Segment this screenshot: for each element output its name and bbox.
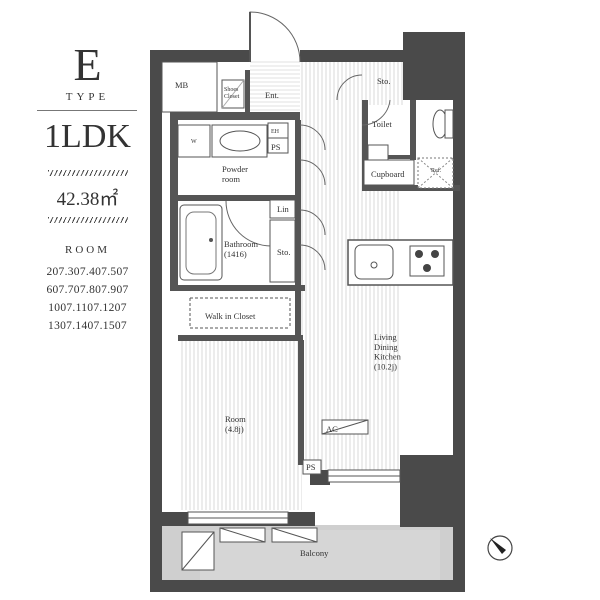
inner-walls xyxy=(170,70,460,465)
room-numbers-line: 207.307.407.507 xyxy=(46,266,129,278)
linen xyxy=(269,199,296,219)
balcony-label: Balcony xyxy=(300,548,329,558)
room-label: Room(4.8j) xyxy=(225,414,246,434)
storage-mid-label: Sto. xyxy=(277,247,290,257)
walk-in-closet-label: Walk in Closet xyxy=(205,311,256,321)
cupboard-label: Cupboard xyxy=(371,169,405,179)
storage-floor xyxy=(362,60,404,105)
compass-icon xyxy=(487,535,513,561)
hallway-floor xyxy=(300,60,362,360)
mb-box xyxy=(161,61,218,113)
linen-label: Lin xyxy=(277,204,290,214)
washer-label: W xyxy=(191,139,197,145)
room-numbers-line: 1007.1107.1207 xyxy=(48,302,127,314)
ps-top-label: PS xyxy=(271,142,281,152)
ac-label: AC xyxy=(326,424,338,434)
decorative-slashes xyxy=(48,170,128,176)
type-letter: E xyxy=(73,39,102,90)
room-floor xyxy=(180,340,302,510)
room-numbers-line: 607.707.807.907 xyxy=(46,284,129,296)
toilet-label: Toilet xyxy=(372,119,392,129)
mb-label: MB xyxy=(175,80,189,90)
cupboard xyxy=(363,159,415,186)
unit-legend: E TYPE 1LDK 42.38㎡ ROOM 207.307.407.507 … xyxy=(0,0,175,600)
room-heading: ROOM xyxy=(64,244,110,256)
washer xyxy=(177,124,211,158)
walk-in-closet xyxy=(182,292,294,332)
front-door xyxy=(249,11,301,63)
ps-top xyxy=(267,137,289,154)
decorative-slashes xyxy=(48,217,128,223)
heater-label: EH xyxy=(271,129,280,135)
sink xyxy=(219,130,261,152)
burners xyxy=(415,250,439,272)
bathroom-label: Bathroom(1416) xyxy=(224,239,258,259)
entrance-label: Ent. xyxy=(265,90,279,100)
divider xyxy=(37,110,137,111)
refrigerator xyxy=(417,157,454,189)
floor-area: 42.38㎡ xyxy=(56,189,119,210)
storage-top-label: Sto. xyxy=(377,76,390,86)
ps-bottom xyxy=(302,459,322,475)
entrance-floor xyxy=(250,60,300,120)
layout-name: 1LDK xyxy=(44,118,131,155)
type-label: TYPE xyxy=(65,91,110,103)
refrigerator-label: Ref. xyxy=(431,167,442,174)
room-numbers-line: 1307.1407.1507 xyxy=(48,320,127,332)
ps-bottom-label: PS xyxy=(306,462,316,472)
storage-mid xyxy=(269,219,296,283)
